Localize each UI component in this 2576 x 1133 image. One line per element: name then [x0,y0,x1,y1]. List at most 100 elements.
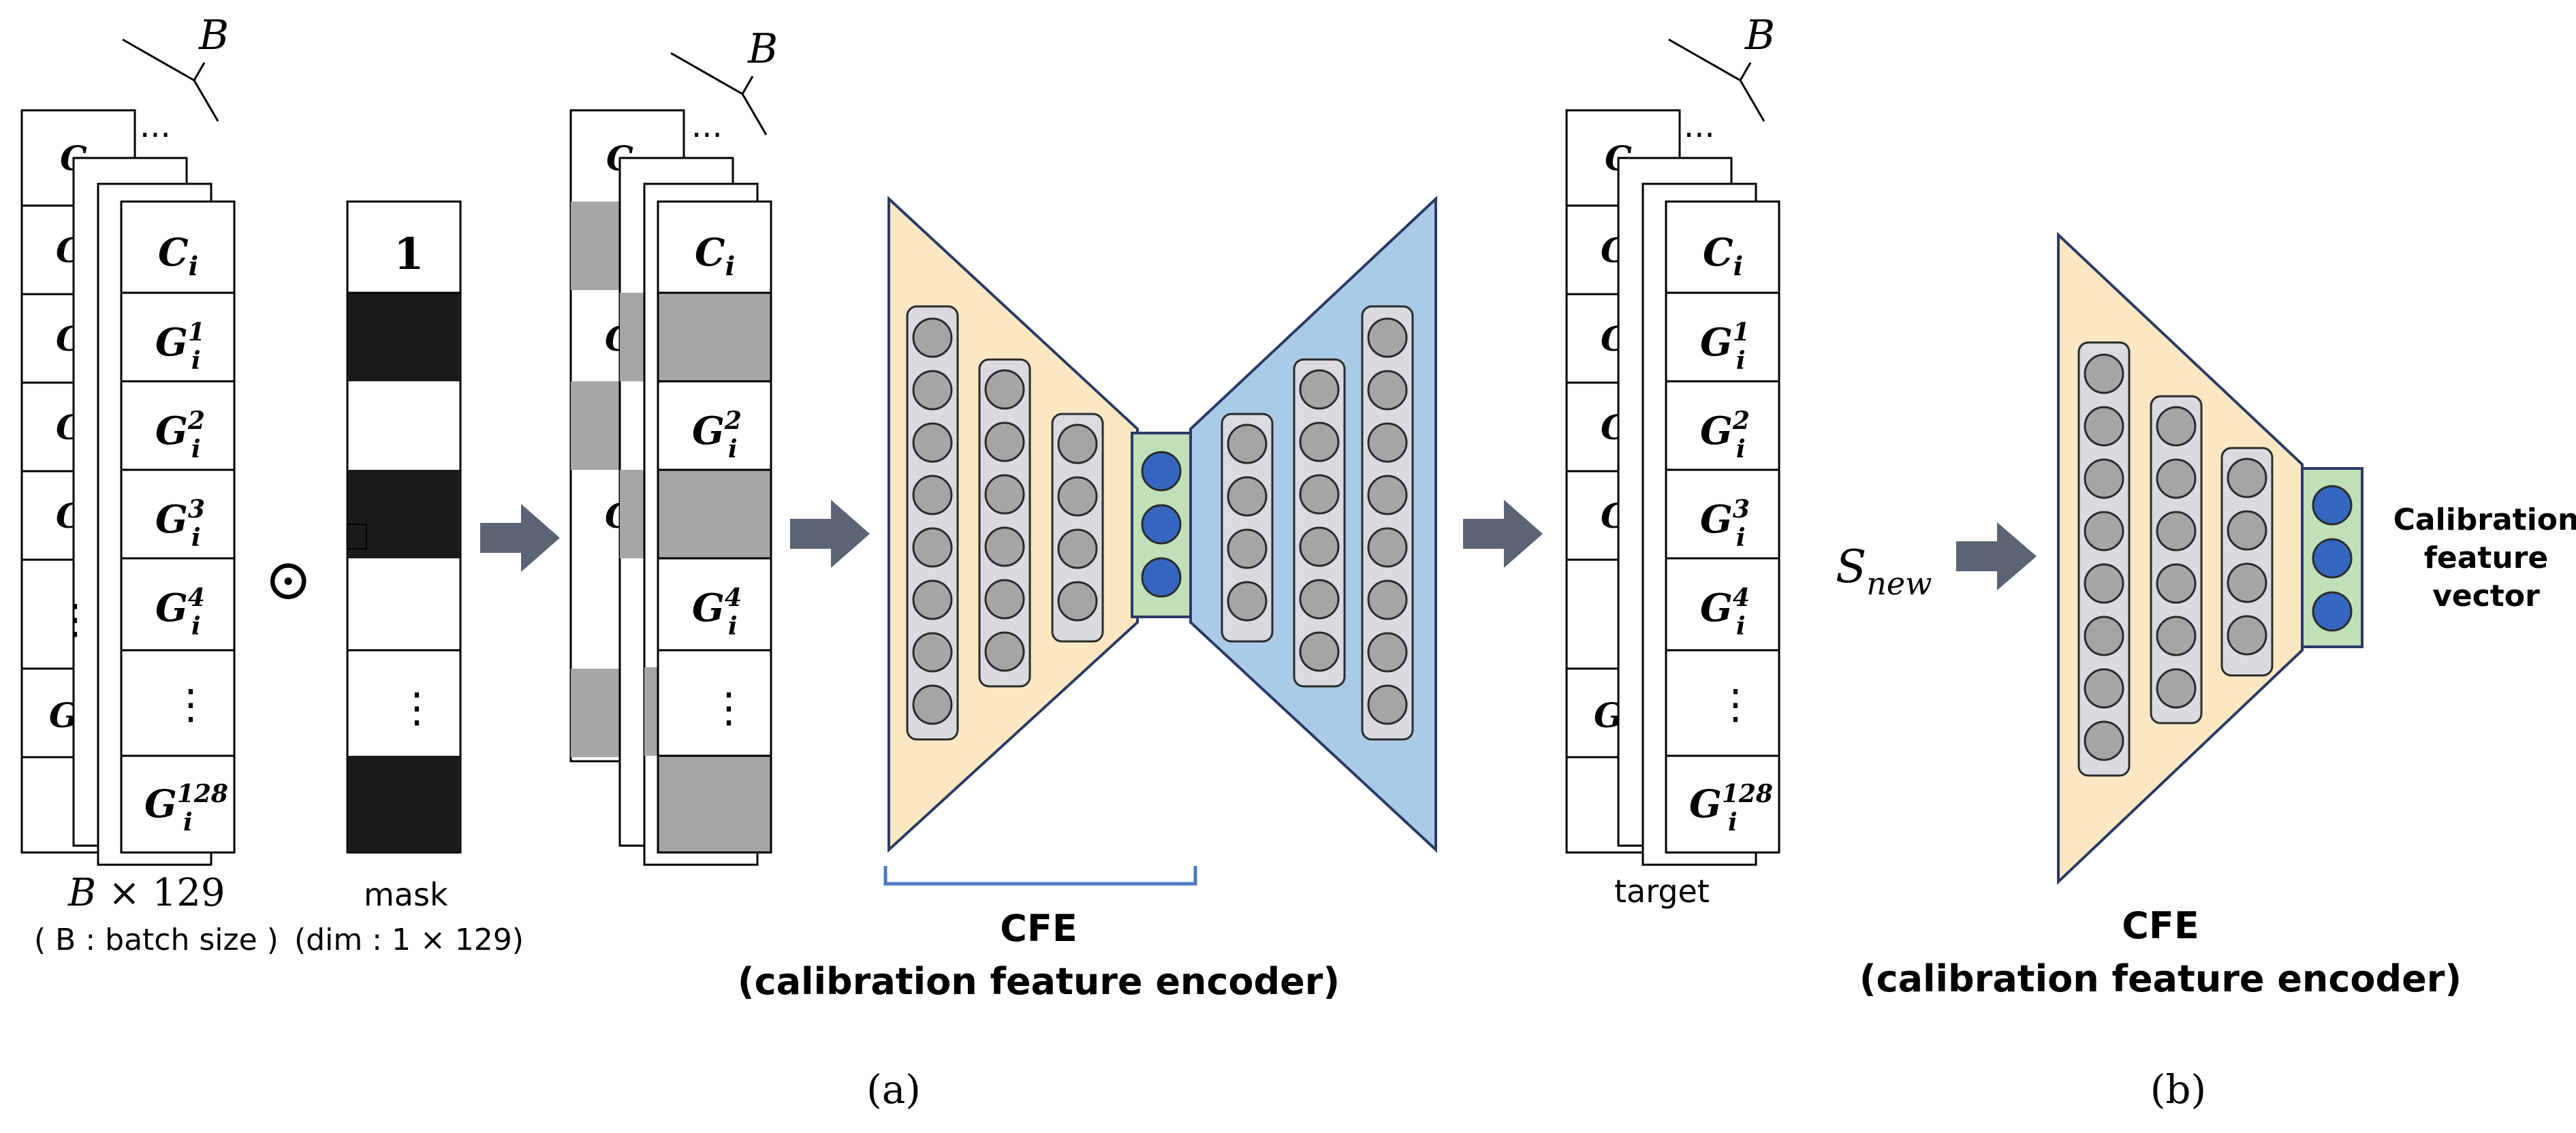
latent-node [2312,591,2353,632]
mask-vdots: ⋮ [396,684,437,732]
output-label: feature [2424,541,2549,575]
dim-caption: ( B : batch size ) [34,923,279,957]
neuron-node [1367,632,1408,673]
neuron-node [912,632,953,673]
batch-bracket [670,52,768,135]
panel-b: Snew Calibration feature vector CFE (cal… [1836,232,2576,1113]
stack-ellipsis: ··· [140,116,171,155]
neuron-node [1367,422,1408,463]
neuron-node [1299,369,1340,410]
neuron-node [1299,474,1340,515]
neuron-node [2227,562,2267,603]
panel-a-caption: (a) [866,1066,921,1113]
neuron-node [2156,511,2197,552]
cell-vdots: ⋮ [708,684,749,732]
neuron-node [2227,615,2267,656]
input-vector-stack: C G G G G G Ci G1i G2i G3i G4i ⋮ ⋮ G128i… [20,12,279,957]
neuron-node [2156,668,2197,709]
cfe-title: CFE [2122,904,2199,947]
arrow-icon [1463,500,1543,568]
target-label: target [1614,873,1710,910]
neuron-node [984,631,1025,672]
batch-label: B [747,25,778,73]
neuron-node [1299,421,1340,462]
cell-vdots: ⋮ [1715,681,1756,729]
neuron-node [2084,668,2124,709]
neuron-node [2156,616,2197,656]
layer-column [906,305,959,741]
neuron-node [912,527,953,568]
target-vector-stack: C G G G G G ⋮ Ci G1i G2i G3i G4i ⋮ G128i… [1565,12,1780,910]
neuron-node [2156,563,2197,604]
batch-bracket [1668,38,1765,122]
cfe-title: CFE [1000,907,1077,950]
neuron-node [2084,458,2124,499]
cfe-subtitle: (calibration feature encoder) [1859,957,2462,1000]
autoencoder: CFE (calibration feature encoder) [738,195,1437,1003]
panel-b-caption: (b) [2150,1066,2206,1113]
neuron-node [1057,424,1098,464]
neuron-node [2084,616,2124,656]
layer-column [2220,447,2274,677]
output-label: vector [2432,579,2540,613]
stack-ellipsis: ··· [1684,116,1715,155]
neuron-node [1057,581,1098,622]
neuron-node [912,317,953,358]
cell-c: Ci [1703,230,1743,281]
neuron-node [1227,424,1268,464]
neuron-node [1299,631,1340,672]
neuron-node [912,475,953,515]
neuron-node [984,579,1025,620]
neuron-node [2227,458,2267,498]
neuron-node [912,579,953,620]
neuron-node [1057,476,1098,517]
neuron-node [2227,510,2267,551]
hadamard-product-symbol: ⊙ [264,546,312,613]
neuron-node [2156,406,2197,447]
layer-column [1221,413,1274,643]
arrow-icon [790,500,870,568]
cell-vdots: ⋮ [170,681,211,729]
latent-node [2312,485,2353,526]
neuron-node [1299,579,1340,620]
latent-node [1141,557,1182,598]
latent-node [2312,538,2353,579]
neuron-node [1299,526,1340,567]
neuron-node [2084,353,2124,394]
encoder-b-layers [2077,341,2353,777]
neuron-node [2084,720,2124,761]
encoder-bracket [883,866,1197,886]
mask-vector: 1 ⋮ mask (dim : 1 × 129) [294,200,524,957]
neuron-node [1367,684,1408,725]
layer-column [2077,341,2131,777]
cfe-subtitle: (calibration feature encoder) [738,960,1340,1003]
stack-ellipsis: ··· [691,116,723,155]
neuron-node [912,684,953,725]
batch-label: B [1744,12,1775,59]
layer-column [1361,305,1414,741]
neuron-node [984,526,1025,567]
neuron-node [1227,476,1268,517]
neuron-node [912,370,953,411]
neuron-node [1367,579,1408,620]
cell-c: Ci [695,230,735,281]
neuron-node [1227,528,1268,569]
mask-caption: (dim : 1 × 129) [294,923,524,957]
mask-top-value: 1 [394,229,424,280]
latent-node [1141,504,1182,545]
output-label: Calibration [2393,502,2576,537]
neuron-node [1367,527,1408,568]
neuron-node [1227,581,1268,622]
neuron-node [984,421,1025,462]
neuron-node [912,422,953,463]
